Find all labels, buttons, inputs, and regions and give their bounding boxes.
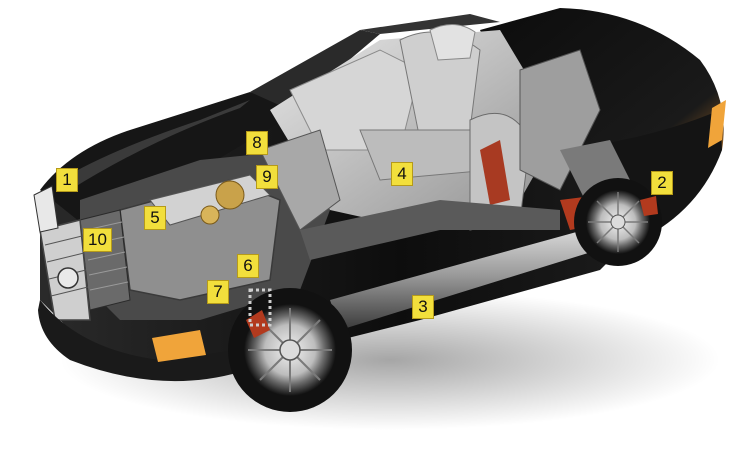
rear-hub <box>610 214 626 230</box>
front-coil-spring <box>248 288 272 327</box>
tail-light <box>708 100 726 148</box>
callout-8: 8 <box>246 131 268 155</box>
front-hub <box>279 339 301 361</box>
firewall-components <box>259 129 341 231</box>
callout-1: 1 <box>56 168 78 192</box>
front-bumper <box>38 300 240 382</box>
callout-10: 10 <box>83 228 112 252</box>
hood-highlight <box>60 100 250 190</box>
door-sill <box>330 220 630 330</box>
headrest <box>429 24 476 61</box>
rear-brake-caliper <box>640 196 658 216</box>
callout-3: 3 <box>412 295 434 319</box>
front-indicator <box>152 330 206 362</box>
callout-5: 5 <box>144 206 166 230</box>
callout-9: 9 <box>256 165 278 189</box>
windshield-frame-right <box>360 14 500 34</box>
callout-2: 2 <box>651 171 673 195</box>
seatbelt-red <box>480 140 510 205</box>
grille-slats <box>44 235 89 297</box>
callout-7: 7 <box>207 280 229 304</box>
windshield-frame <box>250 30 380 110</box>
star-emblem <box>57 267 79 289</box>
callout-4: 4 <box>391 162 413 186</box>
driveshaft-tunnel <box>300 200 560 260</box>
callout-6: 6 <box>237 254 259 278</box>
intake-gold-2 <box>200 205 220 225</box>
intake-gold <box>215 180 245 210</box>
headlight <box>33 185 59 233</box>
